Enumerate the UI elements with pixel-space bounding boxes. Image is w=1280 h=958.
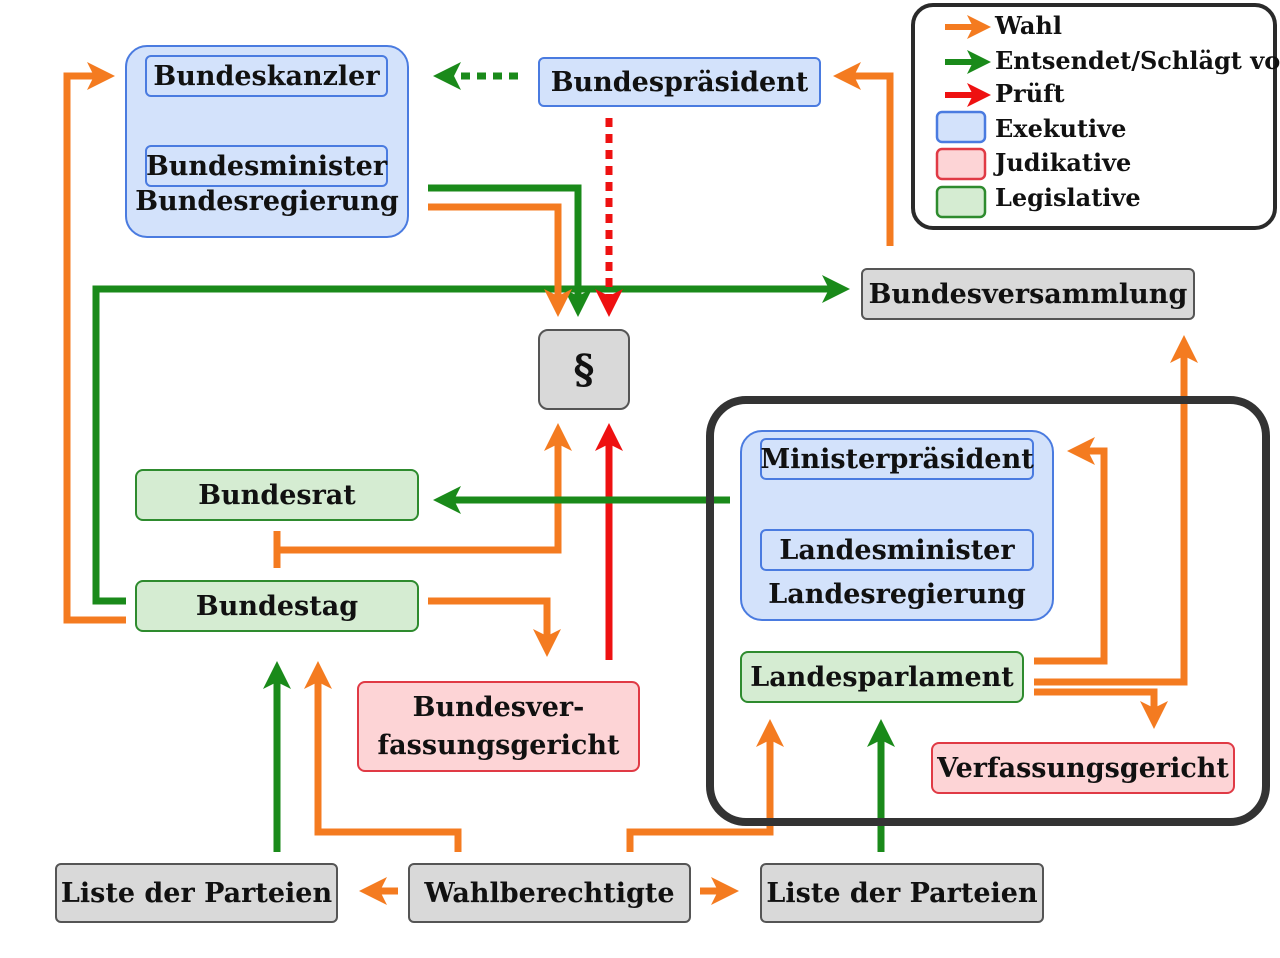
wahlberechtigte-box: Wahlberechtigte [408,863,691,923]
bundestag-box: Bundestag [135,580,419,632]
bundesminister-box: Bundesminister [145,145,388,187]
bundespraesident-box: Bundespräsident [538,57,821,107]
bundesregierung-caption: Bundesregierung [135,186,399,217]
landesminister-box: Landesminister [760,529,1034,571]
arrow-landesparlament-to-versammlung [1034,335,1198,686]
legend: Wahl Entsendet/Schlägt vor Prüft Exekuti… [911,3,1280,230]
bundespraesident-label: Bundespräsident [550,66,809,98]
landesparlament-box: Landesparlament [740,651,1024,703]
bundeskanzler-label: Bundeskanzler [153,60,380,92]
ministerpraesident-label: Ministerpräsident [760,443,1034,475]
arrow-bundestag-to-bverfg [428,597,561,657]
arrow-regierung-proposes-law [428,184,592,317]
bundesversammlung-label: Bundesversammlung [868,278,1188,310]
arrow-landesparlament-elects-mp [1034,437,1108,665]
landesregierung-caption: Landesregierung [768,579,1026,610]
legend-symbols [935,15,991,219]
legend-judikative-swatch [935,147,987,181]
liste-parteien-land-box: Liste der Parteien [760,863,1044,923]
bundestag-label: Bundestag [195,590,359,622]
paragraph-icon: § [573,346,595,393]
arrow-regierung-law-orange [428,203,572,317]
land-frame [706,396,1270,826]
legend-exekutive-swatch [935,110,987,144]
arrow-wahl-to-landesparlament [626,719,784,852]
legend-label-prueft: Prüft [995,79,1065,108]
arrow-bundestag-to-bundesversammlung [92,275,850,605]
wahlberechtigte-label: Wahlberechtigte [424,877,675,909]
legend-label-legislative: Legislative [995,183,1141,212]
bundesverfassungsgericht-box: Bundesver- fassungsgericht [357,681,640,772]
landesminister-label: Landesminister [779,534,1015,566]
bundesrat-label: Bundesrat [198,479,356,511]
legend-label-judikative: Judikative [995,148,1132,177]
liste-parteien-bund-label: Liste der Parteien [60,877,333,909]
legend-legislative-swatch [935,185,987,219]
bundeskanzler-box: Bundeskanzler [145,55,388,97]
landesparlament-label: Landesparlament [750,661,1014,693]
arrow-landesparlament-to-vg [1034,688,1168,729]
bverfg-line2: fassungsgericht [377,729,620,761]
arrow-parliament-to-law [273,430,558,568]
verfassungsgericht-label: Verfassungsgericht [937,752,1229,784]
law-paragraph-box: § [538,329,630,410]
bundesminister-label: Bundesminister [145,150,388,182]
bundesrat-box: Bundesrat [135,469,419,521]
legend-label-exekutive: Exekutive [995,114,1127,143]
liste-parteien-bund-box: Liste der Parteien [55,863,338,923]
ministerpraesident-box: Ministerpräsident [760,438,1034,480]
arrow-wahl-to-bundestag [304,661,462,852]
legend-label-entsendet: Entsendet/Schlägt vor [995,46,1280,75]
verfassungsgericht-box: Verfassungsgericht [931,742,1235,794]
bundesversammlung-box: Bundesversammlung [861,268,1195,320]
arrow-versammlung-elects-praesident [833,62,894,246]
arrow-bundestag-to-bundeskanzler [63,62,126,624]
legend-label-wahl: Wahl [995,11,1062,40]
liste-parteien-land-label: Liste der Parteien [766,877,1038,909]
bverfg-line1: Bundesver- [412,691,585,723]
